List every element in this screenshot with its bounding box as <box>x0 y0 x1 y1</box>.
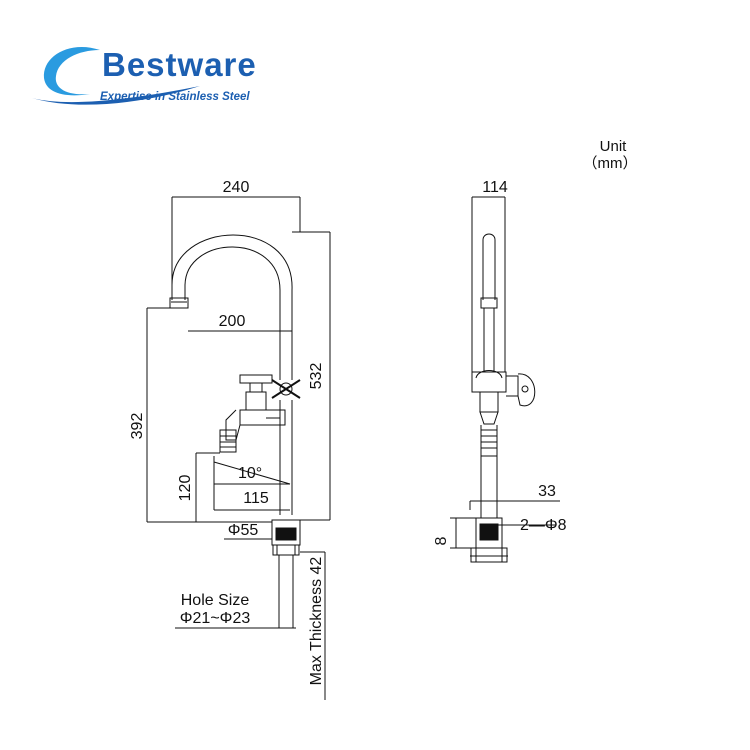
side-faucet-body <box>470 233 536 563</box>
dim-pin-spec: 2—Φ8 <box>520 517 567 534</box>
dim-nozzle-reach: 115 <box>243 490 269 507</box>
dim-nozzle-height: 120 <box>177 475 194 502</box>
side-dimension-lines <box>450 196 560 549</box>
brand-tagline: Expertise in Stainless Steel <box>100 91 250 103</box>
company-logo: Bestware Expertise in Stainless Steel <box>30 38 280 113</box>
hole-size-value: Φ21~Φ23 <box>180 610 251 627</box>
front-faucet-body <box>169 234 301 628</box>
dim-spout-reach: 200 <box>219 313 246 330</box>
dim-front-width: 240 <box>223 179 250 196</box>
dim-side-base-width: 33 <box>538 483 556 500</box>
brand-name: Bestware <box>102 46 257 83</box>
swoosh-icon <box>32 46 200 105</box>
hole-size-label: Hole Size <box>181 592 250 609</box>
dim-angle: 10° <box>238 465 262 482</box>
front-dimension-lines <box>146 196 331 700</box>
dim-base-diameter: Φ55 <box>228 522 259 539</box>
dim-outlet-height: 392 <box>129 413 146 440</box>
dim-side-base-height: 8 <box>433 536 450 545</box>
dim-side-width: 114 <box>482 179 508 196</box>
unit-label: Unit <box>600 138 628 155</box>
dim-max-thickness: Max Thickness 42 <box>308 557 325 686</box>
unit-value: （mm） <box>583 155 638 172</box>
dim-height: 532 <box>308 363 325 390</box>
